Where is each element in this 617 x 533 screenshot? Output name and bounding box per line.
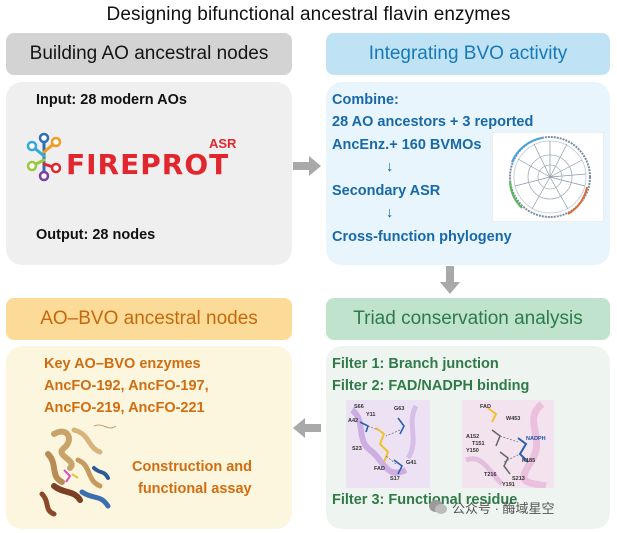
header-building: Building AO ancestral nodes bbox=[6, 33, 292, 75]
residue-label: G63 bbox=[394, 406, 404, 412]
fad-binding-structure-image: S66 G63 A42 Y11 S23 FAD S17 G41 bbox=[346, 400, 430, 488]
filter-2-label: Filter 2: FAD/NADPH binding bbox=[332, 378, 530, 394]
down-arrow-1-icon: ↓ bbox=[386, 159, 394, 175]
enzymes-line-2: AncFO-219, AncFO-221 bbox=[44, 400, 205, 416]
residue-label: T151 bbox=[472, 441, 485, 447]
residue-label: NADPH bbox=[526, 436, 546, 442]
key-enzymes-title: Key AO–BVO enzymes bbox=[44, 356, 201, 372]
arrow-right-icon bbox=[293, 156, 321, 176]
phylogeny-label: Cross-function phylogeny bbox=[332, 229, 512, 245]
arrow-down-icon bbox=[440, 266, 460, 294]
header-triad: Triad conservation analysis bbox=[326, 298, 610, 340]
residue-label: Y150 bbox=[466, 448, 479, 454]
residue-label: S17 bbox=[390, 476, 400, 482]
figure-title: Designing bifunctional ancestral flavin … bbox=[106, 4, 511, 25]
nadph-binding-structure-image: FAD W453 A152 T151 Y150 NADPH T216 S213 … bbox=[462, 400, 554, 488]
combine-line-1: 28 AO ancestors + 3 reported bbox=[332, 114, 534, 130]
construction-line-2: functional assay bbox=[138, 481, 252, 497]
residue-label: S213 bbox=[512, 476, 525, 482]
combine-line-2: AncEnz.+ 160 BVMOs bbox=[332, 137, 482, 153]
residue-label: W453 bbox=[506, 416, 520, 422]
residue-label: K185 bbox=[522, 458, 535, 464]
output-label: Output: 28 nodes bbox=[36, 227, 156, 243]
fireprot-logo-superscript: ASR bbox=[209, 136, 237, 151]
header-aobvo: AO–BVO ancestral nodes bbox=[6, 298, 292, 340]
down-arrow-2-icon: ↓ bbox=[386, 205, 394, 221]
filter-1-label: Filter 1: Branch junction bbox=[332, 356, 499, 372]
residue-label: T216 bbox=[484, 472, 497, 478]
residue-label: A152 bbox=[466, 434, 479, 440]
residue-label: FAD bbox=[374, 466, 385, 472]
enzymes-line-1: AncFO-192, AncFO-197, bbox=[44, 378, 209, 394]
construction-line-1: Construction and bbox=[132, 459, 253, 475]
residue-label: G41 bbox=[406, 460, 416, 466]
combine-label: Combine: bbox=[332, 92, 399, 108]
residue-label: Y11 bbox=[366, 412, 375, 418]
fireprot-logo-text: FIREPROT bbox=[66, 148, 230, 181]
phylogeny-tree-icon bbox=[492, 132, 604, 222]
residue-label: S66 bbox=[354, 404, 364, 410]
arrow-left-icon bbox=[293, 418, 321, 438]
input-label: Input: 28 modern AOs bbox=[36, 92, 187, 108]
residue-label: S23 bbox=[352, 446, 362, 452]
protein-structure-image bbox=[34, 420, 120, 518]
fireprot-logo-icon bbox=[26, 132, 62, 182]
secondary-asr-label: Secondary ASR bbox=[332, 183, 441, 199]
panel-building bbox=[6, 82, 292, 265]
residue-label: A42 bbox=[348, 418, 358, 424]
wechat-icon bbox=[429, 500, 447, 514]
residue-label: FAD bbox=[480, 404, 491, 410]
filter-3-label: Filter 3: Functional residue bbox=[332, 492, 518, 508]
watermark-text: 公众号 · 酶域星空 bbox=[452, 501, 555, 516]
residue-label: Y191 bbox=[502, 482, 515, 488]
header-integrating: Integrating BVO activity bbox=[326, 33, 610, 75]
